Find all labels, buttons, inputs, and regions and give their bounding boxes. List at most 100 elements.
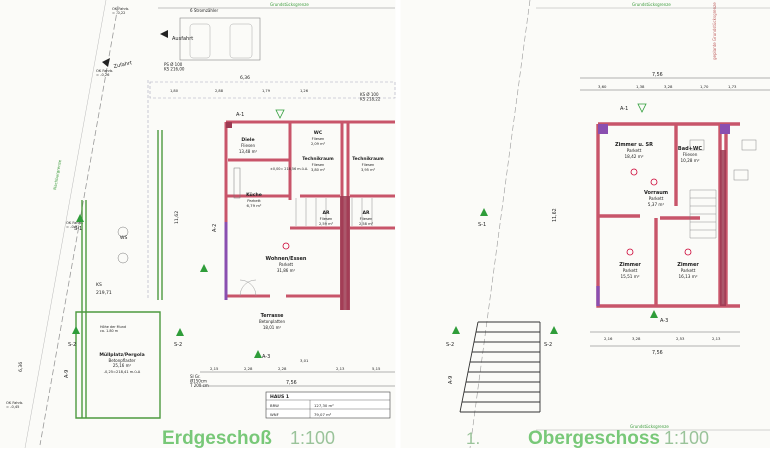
section-markers-og: [452, 208, 658, 334]
svg-text:Fliesen: Fliesen: [362, 163, 375, 167]
bottom-dim-1: 2,15: [210, 366, 219, 371]
title-wnf-value: 79,07 m²: [314, 412, 332, 417]
og-light-icon-1: [630, 168, 638, 176]
title-haus: HAUS 1: [270, 394, 289, 400]
svg-text:Vorraum: Vorraum: [644, 190, 668, 196]
og-top-dim-3: 3,28: [664, 84, 673, 89]
svg-text:Fliesen: Fliesen: [683, 152, 698, 157]
og-bottom-dim-4: 2,13: [712, 336, 721, 341]
section-s1-eg: S-1: [74, 226, 82, 232]
svg-text:Zimmer: Zimmer: [619, 262, 641, 268]
room-muellplatz: Müllplatz/Pergola Betonpflaster 25,16 m²…: [99, 352, 144, 374]
svg-text:Parkett: Parkett: [279, 262, 294, 267]
section-a9-eg: A-9: [64, 370, 70, 378]
hoehe-diele: ±0,00= 218,56 m.ü.A.: [270, 167, 308, 171]
svg-text:31,86 m²: 31,86 m²: [277, 268, 296, 273]
title-brw-value: 127,30 m²: [314, 403, 334, 408]
og-pergola-hatch: [459, 321, 541, 413]
title-block: HAUS 1 BRW 127,30 m² WNF 79,07 m²: [265, 391, 391, 419]
section-s2-eg: S-2: [68, 342, 76, 348]
hoehe-oben-label: OK Fahrb.= -0,22: [112, 7, 129, 15]
svg-text:6,79 m²: 6,79 m²: [247, 203, 262, 208]
svg-text:Parkett: Parkett: [247, 198, 261, 203]
svg-text:WC: WC: [314, 130, 323, 136]
section-s2b-eg: S-2: [174, 342, 182, 348]
ws-label: WS: [120, 235, 127, 241]
svg-text:13,48 m²: 13,48 m²: [239, 149, 258, 154]
og-grundstuecksgrenze-top: Grundstücksgrenze: [632, 2, 671, 7]
top-dim-1: 1,80: [170, 89, 179, 93]
svg-text:Fliesen: Fliesen: [241, 143, 256, 148]
og-room-zimmer-2: Zimmer Parkett 16,13 m²: [677, 262, 699, 279]
room-wohnen-essen: Wohnen/Essen Parkett 31,86 m²: [266, 256, 307, 273]
svg-text:16,13 m²: 16,13 m²: [678, 274, 697, 279]
svg-text:18,42 m²: 18,42 m²: [624, 154, 643, 159]
svg-text:Diele: Diele: [241, 137, 254, 143]
erdgeschoss-scale: 1:100: [290, 428, 335, 448]
og-top-dim-5: 1,73: [728, 84, 737, 89]
svg-text:Betonplatten: Betonplatten: [259, 319, 285, 324]
erdgeschoss-heading: Erdgeschoß: [162, 428, 272, 448]
og-section-s2b: S-2: [544, 342, 552, 348]
room-kueche: Küche Parkett 6,79 m²: [246, 192, 262, 208]
room-diele: Diele Fliesen 13,48 m²: [239, 137, 258, 154]
top-dim-4: 1,26: [300, 89, 309, 93]
room-ar-2: AR Fliesen 2,58 m²: [359, 210, 374, 226]
svg-text:18,01 m²: 18,01 m²: [263, 325, 282, 330]
svg-text:Fliesen: Fliesen: [320, 217, 333, 221]
og-room-bad-wc: Bad+WC Fliesen 10,28 m²: [678, 146, 702, 163]
og-room-zimmer-sr: Zimmer u. SR Parkett 18,42 m²: [615, 142, 653, 159]
svg-text:Fliesen: Fliesen: [312, 163, 325, 167]
svg-text:15,51 m²: 15,51 m²: [620, 274, 639, 279]
og-light-icon-4: [684, 248, 692, 256]
bottom-dim-5: 2,13: [336, 366, 345, 371]
zufahrt-arrow-icon: [102, 58, 110, 67]
ausfahrt-arrow-icon: [160, 30, 168, 38]
svg-text:Zimmer: Zimmer: [677, 262, 699, 268]
svg-text:Technikraum: Technikraum: [352, 156, 384, 162]
bottom-dim-4: 3,01: [300, 358, 309, 363]
svg-text:AR: AR: [362, 210, 370, 216]
og-top-dim-2: 1,38: [636, 84, 645, 89]
title-wnf-label: WNF: [270, 412, 279, 417]
og-section-a1: A-1: [620, 106, 628, 112]
svg-text:Terrasse: Terrasse: [261, 313, 285, 319]
side-dim: 11,62: [174, 211, 180, 224]
room-technikraum-1: Technikraum Fliesen 3,80 m²: [302, 156, 334, 172]
svg-text:Parkett: Parkett: [649, 196, 664, 201]
nachbargrenze-label: Nachbargrenze: [52, 159, 62, 190]
svg-text:2,59 m²: 2,59 m²: [319, 222, 334, 226]
svg-text:2,09 m²: 2,09 m²: [311, 142, 326, 146]
og-bottom-dim-1: 2,16: [604, 336, 613, 341]
hoehe-unten-label: OK Fahrb.= -0,45: [6, 401, 23, 409]
obergeschoss-scale: 1:100: [664, 428, 709, 448]
top-dim-2: 2,88: [215, 89, 224, 93]
svg-text:AR: AR: [322, 210, 330, 216]
og-section-a9: A-9: [448, 376, 454, 384]
zufahrt-label: Zufahrt: [113, 60, 132, 70]
top-total-dim: 6,36: [240, 75, 250, 81]
section-a3-eg: A-3: [262, 354, 270, 360]
svg-text:Wohnen/Essen: Wohnen/Essen: [266, 256, 307, 262]
top-dim-3: 1,79: [262, 89, 271, 93]
svg-text:Küche: Küche: [246, 192, 262, 198]
og-side-dim: 11,62: [552, 208, 558, 222]
og-top-dim-1: 3,60: [598, 84, 607, 89]
svg-text:Parkett: Parkett: [623, 268, 638, 273]
ausfahrt-label: Ausfahrt: [172, 36, 193, 42]
svg-text:2,58 m²: 2,58 m²: [359, 222, 374, 226]
bottom-dim-6: 5,15: [372, 366, 381, 371]
svg-text:25,16 m²: 25,16 m²: [113, 363, 132, 368]
svg-text:3,80 m²: 3,80 m²: [311, 168, 326, 172]
svg-text:3,95 m²: 3,95 m²: [361, 168, 376, 172]
section-a3-triangle-icon: [254, 350, 262, 358]
svg-text:Parkett: Parkett: [627, 148, 642, 153]
room-wc: WC Fliesen 2,09 m²: [311, 130, 326, 146]
og-top-total-dim: 7,56: [652, 72, 663, 78]
room-terrasse: Terrasse Betonplatten 18,01 m²: [259, 313, 285, 330]
